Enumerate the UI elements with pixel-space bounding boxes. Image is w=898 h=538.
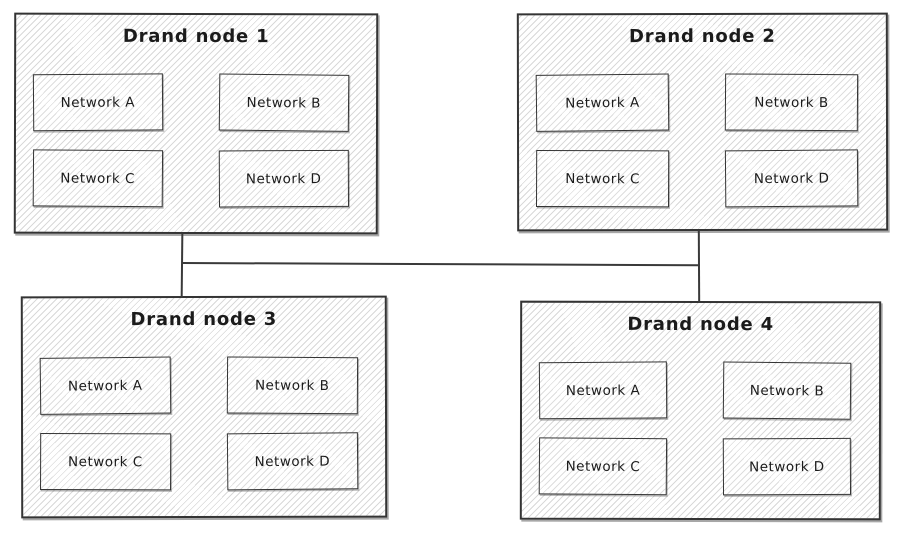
network-box: Network D: [724, 149, 859, 208]
network-label: Network C: [565, 170, 640, 187]
network-label: Network B: [254, 377, 329, 394]
network-label: Network C: [60, 170, 135, 187]
network-label: Network A: [67, 377, 143, 395]
network-box: Network C: [538, 437, 668, 496]
connector-node1-node3: [180, 233, 184, 299]
network-label: Network B: [749, 382, 825, 400]
network-box: Network D: [226, 432, 358, 491]
network-label: Network D: [254, 453, 330, 470]
network-label: Network D: [753, 170, 830, 187]
node-title: Drand node 2: [629, 25, 776, 48]
network-box: Network C: [535, 149, 670, 208]
network-label: Network B: [245, 94, 321, 112]
drand-node-2: Drand node 2 Network A Network B Network…: [516, 12, 889, 232]
network-box: Network B: [724, 73, 859, 132]
network-grid: Network A Network B Network C Network D: [538, 361, 852, 496]
node-title: Drand node 4: [627, 313, 774, 336]
node-title: Drand node 1: [122, 25, 270, 48]
network-box: Network B: [226, 356, 358, 415]
network-box: Network A: [535, 73, 670, 132]
network-box: Network C: [40, 433, 171, 491]
network-box: Network B: [722, 361, 852, 420]
drand-node-3: Drand node 3 Network A Network B Network…: [20, 295, 388, 519]
network-grid: Network A Network B Network C Network D: [32, 73, 349, 208]
network-label: Network B: [754, 94, 829, 111]
network-grid: Network A Network B Network C Network D: [39, 356, 358, 491]
network-label: Network D: [245, 170, 321, 187]
drand-node-4: Drand node 4 Network A Network B Network…: [519, 300, 882, 521]
network-box: Network A: [32, 73, 163, 132]
network-box: Network D: [722, 437, 852, 496]
network-box: Network B: [218, 73, 349, 132]
connector-node2-node4: [697, 229, 701, 304]
network-label: Network D: [749, 458, 825, 475]
connector-cross-link: [182, 262, 700, 267]
node-title: Drand node 3: [130, 308, 278, 331]
drand-node-1: Drand node 1 Network A Network B Network…: [13, 12, 379, 235]
network-box: Network C: [32, 149, 163, 208]
network-label: Network C: [565, 458, 641, 475]
network-label: Network C: [68, 453, 143, 470]
network-label: Network A: [565, 382, 641, 399]
network-box: Network A: [39, 356, 171, 415]
network-label: Network A: [565, 94, 640, 112]
network-label: Network A: [60, 94, 136, 111]
network-box: Network D: [218, 149, 348, 208]
network-box: Network A: [538, 361, 668, 420]
network-grid: Network A Network B Network C Network D: [535, 73, 859, 208]
